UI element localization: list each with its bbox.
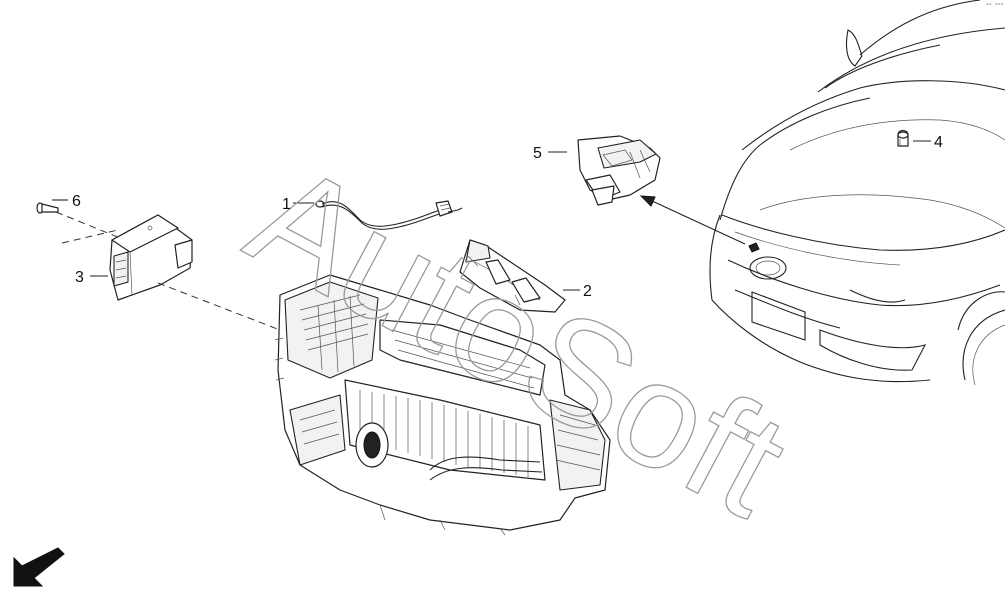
callout-1: 1 bbox=[282, 196, 291, 213]
part-4-clip bbox=[897, 129, 931, 147]
callout-4: 4 bbox=[934, 134, 943, 151]
vehicle-front-outline bbox=[709, 0, 1005, 386]
part-3-module bbox=[61, 214, 281, 331]
callout-6: 6 bbox=[72, 193, 81, 210]
part-6-screw bbox=[36, 199, 126, 241]
hvac-unit bbox=[274, 274, 611, 536]
callout-5: 5 bbox=[533, 145, 542, 162]
locator-arrow bbox=[639, 195, 746, 245]
corner-code: ᵃᵒ ᵇᵇᵇ bbox=[986, 3, 1004, 9]
front-direction-arrow-icon bbox=[13, 547, 65, 587]
part-5-sensor bbox=[548, 135, 661, 206]
part-2-bracket bbox=[459, 239, 580, 313]
callout-3: 3 bbox=[75, 269, 84, 286]
callout-2: 2 bbox=[583, 283, 592, 300]
part-1-wire-harness bbox=[293, 200, 463, 230]
